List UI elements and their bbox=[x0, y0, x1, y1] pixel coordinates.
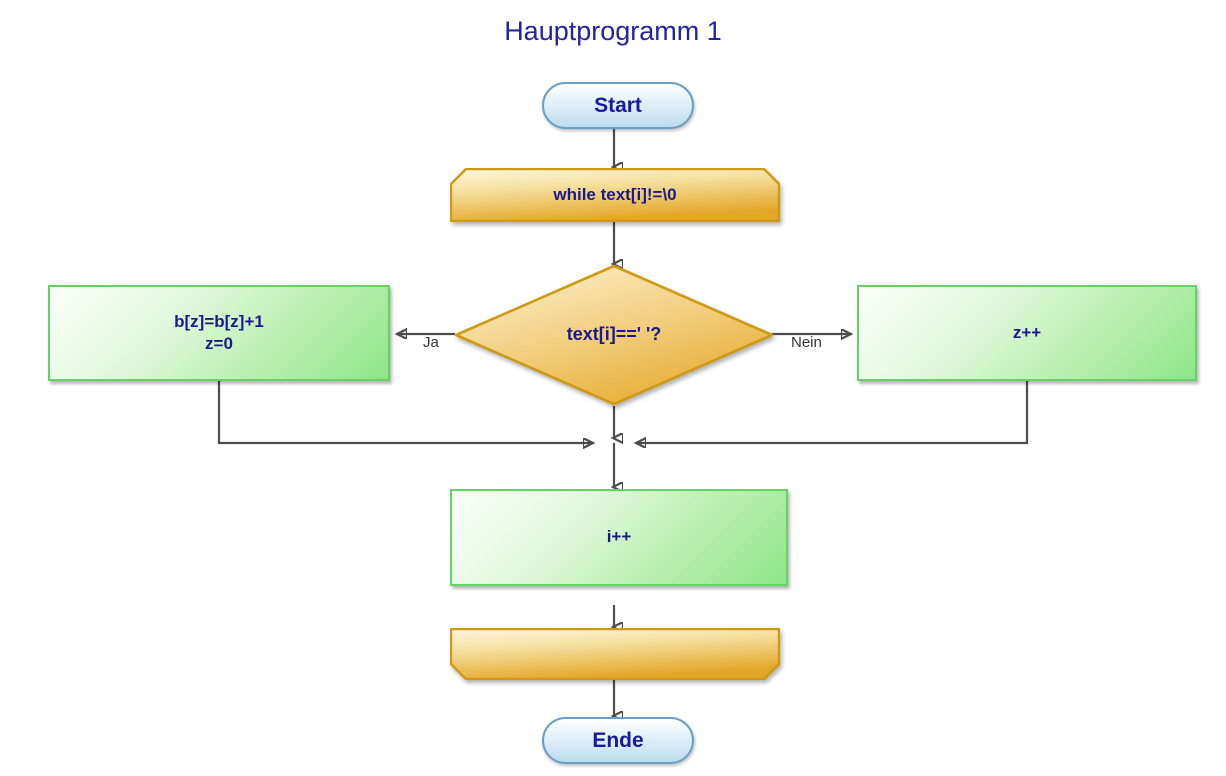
node-ende[interactable]: Ende bbox=[542, 717, 694, 764]
node-while-loop-header[interactable]: while text[i]!=\0 bbox=[450, 168, 780, 222]
node-loop-end[interactable] bbox=[450, 628, 780, 680]
node-ende-label: Ende bbox=[592, 728, 644, 752]
node-i-increment[interactable]: i++ bbox=[450, 489, 788, 586]
node-z-increment[interactable]: z++ bbox=[857, 285, 1197, 381]
node-i-increment-label: i++ bbox=[606, 527, 632, 547]
edge-label-ja: Ja bbox=[423, 334, 439, 351]
node-start[interactable]: Start bbox=[542, 82, 694, 129]
page-title: Hauptprogramm 1 bbox=[504, 16, 722, 46]
node-start-label: Start bbox=[594, 93, 642, 117]
node-z-increment-label: z++ bbox=[1012, 322, 1042, 342]
node-count-increment[interactable]: b[z]=b[z]+1 z=0 bbox=[48, 285, 390, 381]
edge-label-nein: Nein bbox=[791, 334, 822, 351]
node-count-increment-label: b[z]=b[z]+1 z=0 bbox=[174, 311, 264, 353]
node-decision[interactable]: text[i]==' '? bbox=[454, 264, 774, 406]
